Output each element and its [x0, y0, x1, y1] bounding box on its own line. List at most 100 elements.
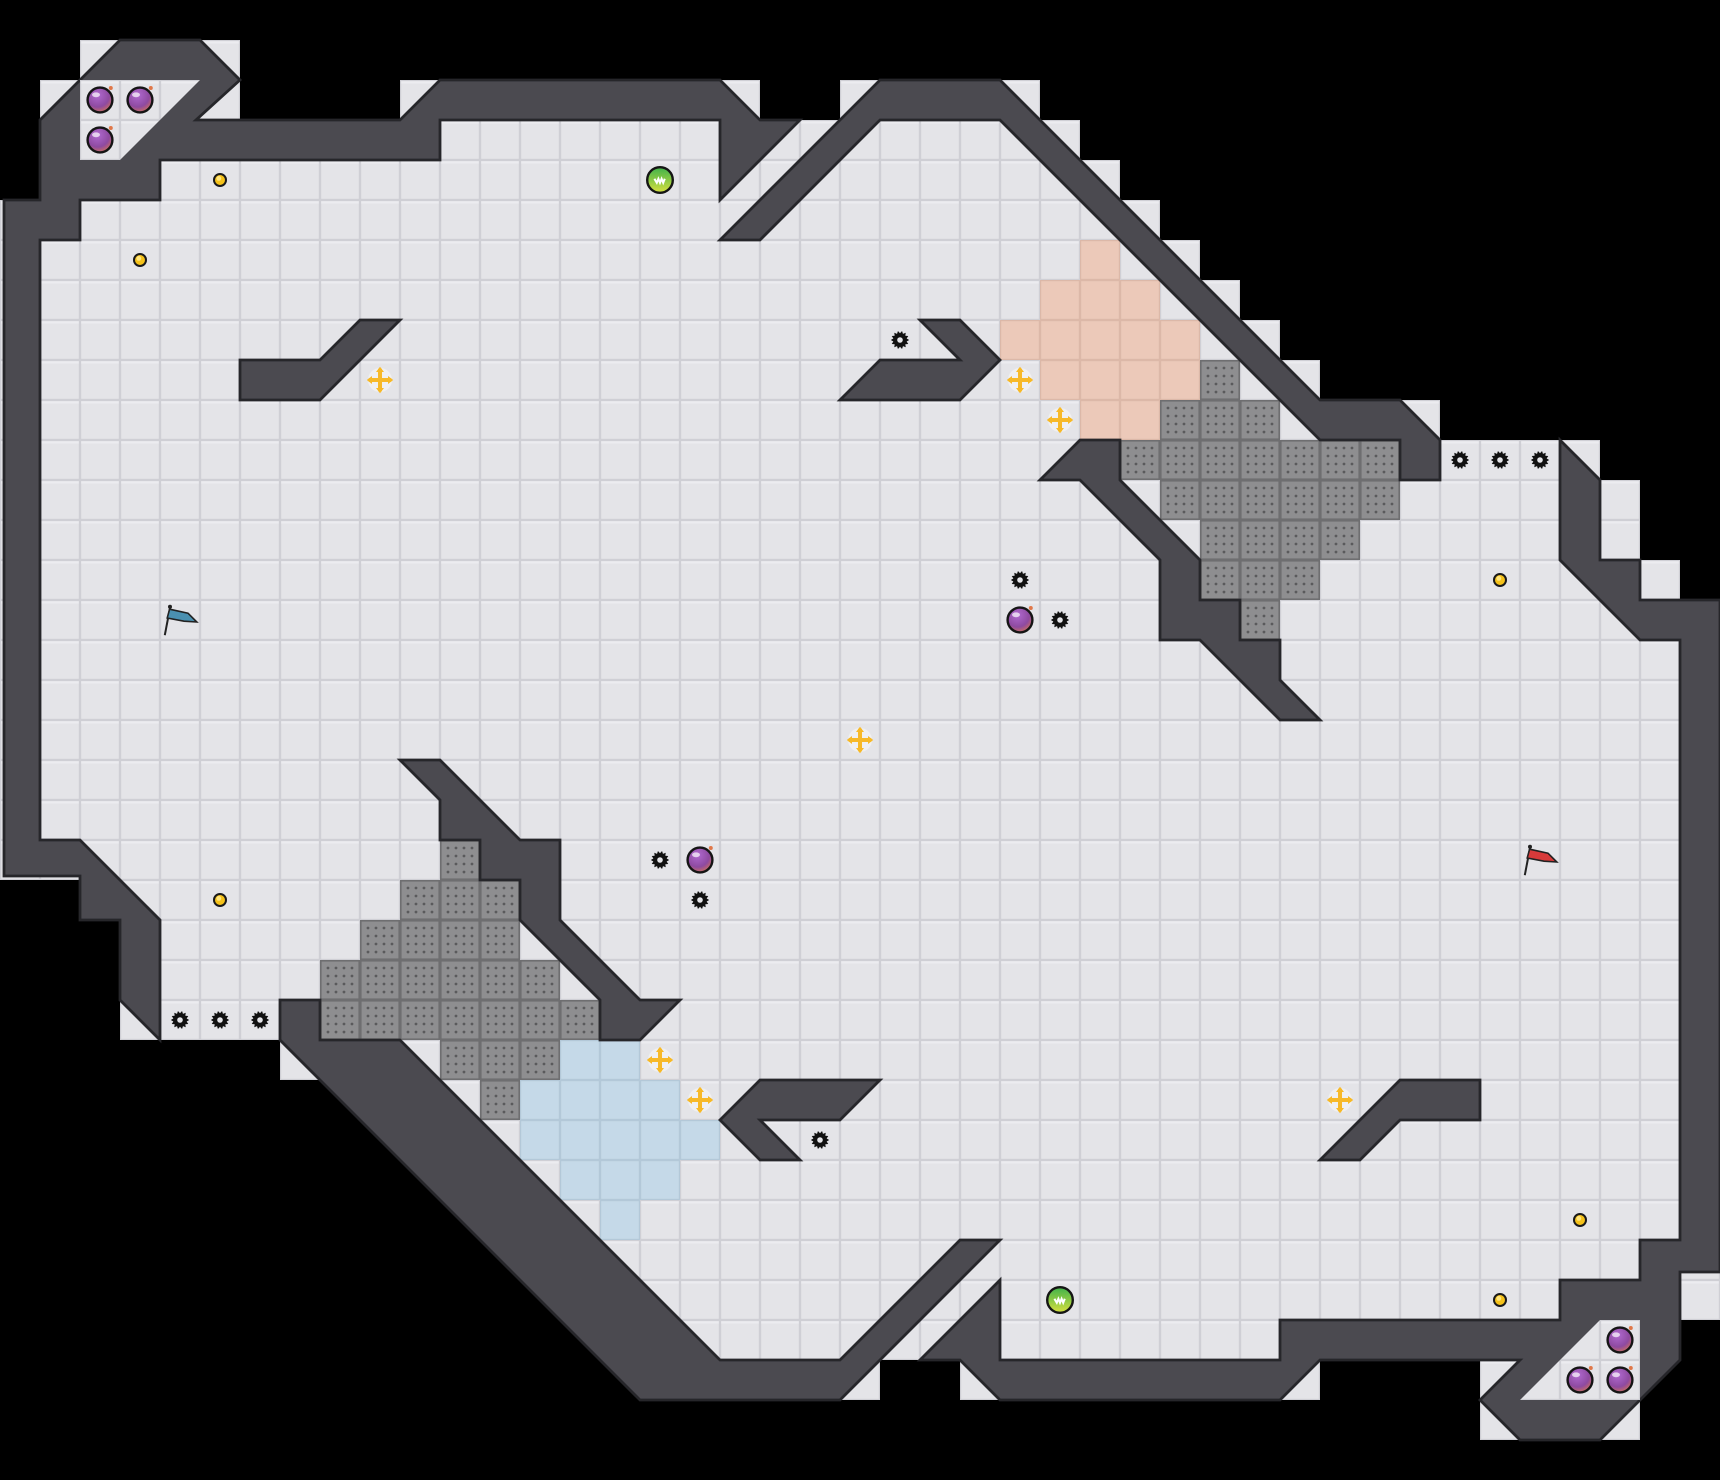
grate-tile — [440, 1000, 480, 1040]
grate-tile — [1280, 520, 1320, 560]
grate-tile — [440, 840, 480, 880]
grate-tile — [480, 880, 520, 920]
blue-zone-tile — [600, 1040, 640, 1080]
pink-zone-tile — [1160, 360, 1200, 400]
grate-tile — [1360, 480, 1400, 520]
grate-tile — [440, 920, 480, 960]
blue-zone-tile — [640, 1160, 680, 1200]
spiked-mine-icon — [1490, 451, 1510, 469]
blue-zone-tile — [640, 1080, 680, 1120]
floor-row — [0, 200, 1160, 240]
grate-tile — [1280, 560, 1320, 600]
grate-tile — [1320, 480, 1360, 520]
grate-tile — [1200, 360, 1240, 400]
grate-tile — [1160, 480, 1200, 520]
spiked-mine-icon — [690, 891, 710, 909]
grate-tile — [400, 960, 440, 1000]
blue-zone-tile — [600, 1120, 640, 1160]
floor-row — [0, 240, 1200, 280]
pink-zone-tile — [1120, 360, 1160, 400]
wall-ramp-right — [1316, 1078, 1482, 1162]
floor-row — [0, 680, 1720, 720]
floor-row — [0, 640, 1720, 680]
red-flag-icon — [1523, 844, 1559, 876]
floor-row — [520, 1200, 1720, 1240]
grate-tile — [440, 1040, 480, 1080]
grate-tile — [1200, 520, 1240, 560]
spiked-mine-icon — [650, 851, 670, 869]
grate-tile — [1320, 520, 1360, 560]
coin-icon — [212, 172, 227, 187]
spiked-mine-icon — [210, 1011, 230, 1029]
bomb-icon — [1606, 1366, 1634, 1394]
grate-tile — [1240, 480, 1280, 520]
blue-zone-tile — [560, 1160, 600, 1200]
grate-tile — [1320, 440, 1360, 480]
grate-tile — [1240, 440, 1280, 480]
pink-zone-tile — [1040, 360, 1080, 400]
coin-icon — [132, 252, 147, 267]
grate-tile — [1160, 440, 1200, 480]
bomb-icon — [86, 86, 114, 114]
blue-zone-tile — [560, 1080, 600, 1120]
grate-tile — [1160, 400, 1200, 440]
blue-zone-tile — [640, 1120, 680, 1160]
grate-tile — [320, 1000, 360, 1040]
grate-tile — [1200, 560, 1240, 600]
grate-tile — [1240, 400, 1280, 440]
pink-zone-tile — [1120, 320, 1160, 360]
grate-tile — [480, 920, 520, 960]
spiked-mine-icon — [250, 1011, 270, 1029]
move-arrows-icon — [686, 1086, 714, 1114]
floor-row — [80, 880, 1720, 920]
blue-flag-icon — [163, 604, 199, 636]
grate-tile — [560, 1000, 600, 1040]
coin-icon — [1492, 573, 1507, 588]
move-arrows-icon — [646, 1046, 674, 1074]
grate-tile — [520, 1040, 560, 1080]
grate-tile — [360, 920, 400, 960]
spiked-mine-icon — [1450, 451, 1470, 469]
pink-zone-tile — [1040, 320, 1080, 360]
spiked-mine-icon — [1530, 451, 1550, 469]
pink-zone-tile — [1160, 320, 1200, 360]
move-arrows-icon — [366, 366, 394, 394]
bomb-icon — [1606, 1326, 1634, 1354]
grate-tile — [480, 1080, 520, 1120]
pink-zone-tile — [1040, 280, 1080, 320]
blue-zone-tile — [600, 1200, 640, 1240]
grate-tile — [1280, 480, 1320, 520]
grate-tile — [400, 880, 440, 920]
wall-inner-diagonal-right — [1036, 438, 1324, 722]
grate-tile — [440, 880, 480, 920]
pink-zone-tile — [1120, 400, 1160, 440]
pink-zone-tile — [1120, 280, 1160, 320]
grate-tile — [1200, 400, 1240, 440]
floor-row — [560, 1240, 1720, 1280]
move-arrows-icon — [1326, 1086, 1354, 1114]
floor-row — [0, 280, 1240, 320]
pink-zone-tile — [1080, 320, 1120, 360]
pink-zone-tile — [1080, 240, 1120, 280]
grate-tile — [360, 960, 400, 1000]
grate-tile — [440, 960, 480, 1000]
coin-icon — [1492, 1292, 1507, 1307]
blue-zone-tile — [520, 1120, 560, 1160]
floor-row — [600, 1280, 1720, 1320]
pink-zone-tile — [1080, 360, 1120, 400]
floor-row — [0, 520, 1640, 560]
grate-tile — [400, 920, 440, 960]
wall-chevron-top — [836, 318, 1002, 402]
wall-bottom-diagonal — [278, 998, 1004, 1402]
bomb-icon — [86, 126, 114, 154]
spiked-mine-icon — [170, 1011, 190, 1029]
floor-row — [0, 560, 1680, 600]
floor-row — [0, 840, 1720, 880]
blue-zone-tile — [680, 1120, 720, 1160]
grate-tile — [1200, 480, 1240, 520]
green-orb-icon — [1046, 1286, 1075, 1315]
green-orb-icon — [646, 165, 675, 194]
grate-tile — [480, 960, 520, 1000]
grate-tile — [1240, 600, 1280, 640]
